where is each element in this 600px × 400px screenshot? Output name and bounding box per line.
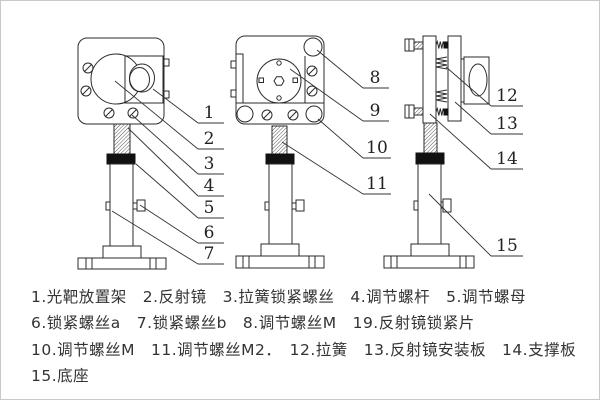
post: [268, 163, 293, 245]
base-slots: [390, 256, 467, 268]
mirror-ellipse-inner: [129, 67, 150, 92]
disc-hole-bottom: [276, 95, 282, 101]
disc-slot-left: [258, 77, 264, 83]
lock-screw-a: [105, 201, 111, 211]
back-view: [230, 35, 325, 269]
adjust-screw-hole-br: [305, 105, 323, 123]
post-step: [260, 243, 300, 257]
part-label-text: 3: [204, 154, 215, 174]
part-label-14: 14: [491, 149, 523, 170]
base-slots: [242, 256, 316, 268]
disc-hole-top: [276, 60, 282, 66]
tension-spring-lower: [435, 89, 448, 103]
part-label-text: 4: [204, 176, 215, 196]
caption-line-2: 6.锁紧螺丝a 7.锁紧螺丝b 8.调节螺丝M 19.反射镜锁紧片: [31, 314, 475, 333]
part-label-text: 10: [366, 138, 388, 158]
part-label-9: 9: [363, 101, 389, 122]
threaded-rod: [271, 125, 288, 155]
parts-list-caption: 1.光靶放置架 2.反射镜 3.拉簧锁紧螺丝 4.调节螺杆 5.调节螺母 6.锁…: [31, 284, 595, 389]
disc-slot-right: [292, 77, 298, 83]
part-label-13: 13: [491, 114, 523, 135]
mirror-mount-plate: [447, 35, 462, 122]
adjust-screw-hole-bl: [236, 105, 254, 123]
lock-screw-b-head: [295, 199, 305, 212]
tension-spring-upper: [435, 56, 448, 70]
part-label-15: 15: [491, 236, 523, 257]
part-label-text: 2: [204, 129, 215, 149]
part-label-text: 7: [204, 244, 215, 264]
lock-screw-b-shaft: [291, 202, 297, 210]
target-panel: [124, 55, 164, 104]
post-step: [102, 245, 142, 259]
plate-screws-back: [261, 65, 318, 121]
part-label-6: 6: [198, 223, 224, 244]
mirror-side-ellipse: [468, 63, 488, 97]
part-number-labels: 1 2 3 4 5 6 7 8 9 10 11 12 13 14 15: [198, 68, 523, 265]
threaded-rod: [113, 123, 131, 155]
adjust-nut: [415, 152, 445, 165]
adjust-screw-shaft-bottom: [413, 107, 424, 116]
center-hex-hole: [273, 76, 285, 86]
base-slots: [85, 258, 157, 269]
post-step: [410, 243, 450, 257]
lock-screw-a: [264, 201, 270, 211]
compression-spring-bottom: [435, 106, 445, 116]
part-label-text: 11: [366, 174, 388, 194]
part-label-text: 13: [496, 114, 518, 134]
post: [417, 163, 442, 245]
part-label-text: 14: [496, 149, 518, 169]
part-label-4: 4: [198, 176, 224, 197]
center-disc: [256, 58, 302, 104]
part-label-12: 12: [491, 86, 523, 107]
part-label-10: 10: [363, 138, 391, 159]
part-label-text: 6: [204, 223, 215, 243]
part-label-11: 11: [363, 174, 391, 195]
part-label-2: 2: [198, 129, 224, 150]
diagram-figure: 1 2 3 4 5 6 7 8 9 10 11 12 13 14 15: [1, 1, 599, 281]
lock-screw-a: [413, 200, 419, 211]
part-label-text: 15: [496, 236, 518, 256]
diagram-canvas: 1 2 3 4 5 6 7 8 9 10 11 12 13 14 15: [77, 35, 523, 270]
caption-line-1: 1.光靶放置架 2.反射镜 3.拉簧锁紧螺丝 4.调节螺杆 5.调节螺母: [31, 288, 526, 306]
lock-screw-b-head: [442, 198, 452, 213]
adjust-screw-shaft-top: [413, 41, 424, 50]
side-tab: [230, 60, 237, 69]
base-plate: [235, 255, 325, 269]
leader-lines: [111, 49, 492, 265]
post: [109, 163, 134, 247]
part-label-7: 7: [198, 244, 224, 265]
caption-line-4: 15.底座: [31, 366, 90, 385]
part-label-3: 3: [198, 154, 224, 175]
part-label-text: 5: [204, 198, 215, 218]
part-label-text: 1: [204, 103, 215, 123]
part-label-text: 9: [370, 101, 381, 121]
adjust-nut: [265, 153, 295, 165]
part-label-8: 8: [363, 68, 389, 89]
front-view: [77, 37, 170, 270]
compression-spring-top: [435, 39, 445, 49]
side-tab: [163, 90, 170, 99]
screw-tip-top: [443, 41, 449, 49]
side-tab: [163, 58, 170, 67]
caption-line-3: 10.调节螺丝M 11.调节螺丝M2． 12.拉簧 13.反射镜安装板 14.支…: [31, 340, 577, 359]
lock-screw-b-shaft: [132, 202, 138, 210]
part-label-5: 5: [198, 198, 224, 219]
side-view: [383, 35, 490, 269]
inner-edge-left: [236, 53, 244, 103]
support-plate: [422, 35, 437, 124]
part-label-1: 1: [198, 103, 224, 124]
side-tab: [230, 89, 237, 98]
part-label-text: 12: [496, 86, 518, 106]
adjust-screw-hole-tr: [303, 37, 323, 57]
adjust-nut: [106, 153, 136, 165]
base-plate: [77, 257, 167, 270]
threaded-rod: [423, 122, 438, 154]
screw-tip-bottom: [443, 108, 449, 116]
plate-screws-front: [80, 62, 139, 119]
base-plate: [383, 255, 475, 269]
part-label-text: 8: [370, 68, 381, 88]
